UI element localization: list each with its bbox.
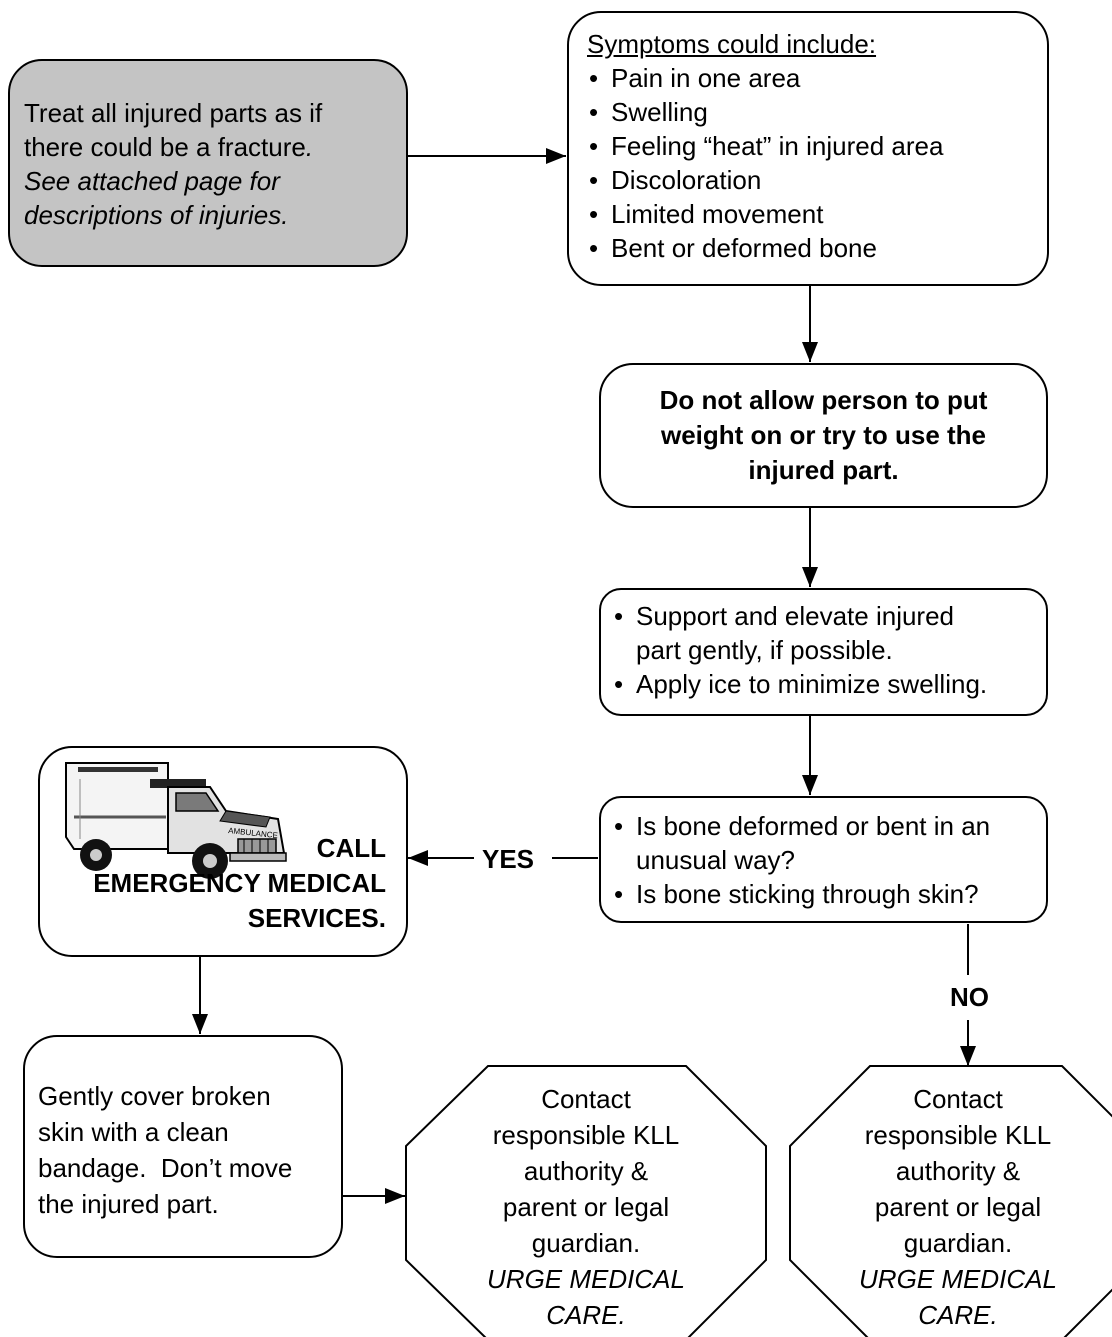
support-item-1-line-2: part gently, if possible. [636, 635, 893, 665]
start-italic-1: See attached page for [24, 166, 280, 196]
start-line-1: Treat all injured parts as if [24, 98, 323, 128]
contact-urge-line: URGE MEDICAL [487, 1264, 685, 1294]
cover-text: Gently cover broken skin with a clean ba… [38, 1078, 338, 1222]
start-line-2-text: there could be a fracture [24, 132, 306, 162]
no-weight-box [599, 363, 1048, 508]
support-list: Support and elevate injured part gently, … [612, 599, 1042, 701]
start-line-2-period: . [305, 132, 314, 162]
support-item: Support and elevate injured part gently, … [612, 599, 1042, 667]
symptom-item: Bent or deformed bone [587, 231, 1037, 265]
contact-line: authority & [523, 1156, 649, 1186]
contact-line: Contact [913, 1084, 1003, 1114]
contact-line: parent or legal [874, 1192, 1042, 1222]
question-list: Is bone deformed or bent in an unusual wa… [612, 809, 1044, 911]
contact-left-text: Contact responsible KLL authority & pare… [440, 1081, 732, 1333]
contact-urge-line: URGE MEDICAL [859, 1264, 1057, 1294]
symptoms-text: Symptoms could include: Pain in one area… [587, 27, 1037, 265]
contact-octagon-left [405, 1065, 767, 1337]
contact-octagon-right [789, 1065, 1112, 1337]
contact-right-text: Contact responsible KLL authority & pare… [812, 1081, 1104, 1333]
start-line-2: there could be a fracture. [24, 130, 404, 164]
symptom-item: Swelling [587, 95, 1037, 129]
contact-line: responsible KLL [492, 1120, 680, 1150]
ems-line-1: CALL [316, 833, 386, 863]
cover-line-4: the injured part. [38, 1189, 219, 1219]
contact-urge-line: CARE. [546, 1300, 626, 1330]
ambulance-icon: AMBULANCE [65, 762, 287, 879]
contact-line: guardian. [903, 1228, 1013, 1258]
contact-urge-line: CARE. [918, 1300, 998, 1330]
symptoms-list: Pain in one area Swelling Feeling “heat”… [587, 61, 1037, 265]
start-box-text: Treat all injured parts as if there coul… [24, 96, 404, 232]
question-item-1-line-1: Is bone deformed or bent in an [636, 811, 991, 841]
support-text: Support and elevate injured part gently, … [612, 599, 1042, 701]
no-weight-line-1: Do not allow person to put [659, 385, 988, 415]
yes-label: YES [482, 844, 535, 874]
start-italic-2: descriptions of injuries. [24, 200, 289, 230]
symptoms-heading: Symptoms could include: [587, 29, 877, 59]
no-weight-text: Do not allow person to put weight on or … [601, 383, 1046, 488]
contact-line: guardian. [531, 1228, 641, 1258]
contact-line: parent or legal [502, 1192, 670, 1222]
ems-line-3: SERVICES. [247, 903, 386, 933]
contact-line: Contact [541, 1084, 631, 1114]
no-label: NO [950, 982, 989, 1012]
symptom-item: Limited movement [587, 197, 1037, 231]
symptom-item: Pain in one area [587, 61, 1037, 95]
symptom-item: Feeling “heat” in injured area [587, 129, 1037, 163]
ems-text: CALL EMERGENCY MEDICAL SERVICES. [40, 831, 386, 936]
ems-line-2: EMERGENCY MEDICAL [93, 868, 386, 898]
symptom-item: Discoloration [587, 163, 1037, 197]
no-weight-line-2: weight on or try to use the [660, 420, 986, 450]
contact-line: authority & [895, 1156, 1021, 1186]
question-text: Is bone deformed or bent in an unusual wa… [612, 809, 1044, 911]
start-box [8, 59, 408, 267]
no-weight-line-3: injured part. [748, 455, 899, 485]
cover-line-2: skin with a clean [38, 1117, 229, 1147]
cover-box [23, 1035, 343, 1258]
support-item-1-line-1: Support and elevate injured [636, 601, 955, 631]
contact-line: responsible KLL [864, 1120, 1052, 1150]
question-item: Is bone sticking through skin? [612, 877, 1044, 911]
question-item-1-line-2: unusual way? [636, 845, 795, 875]
support-item: Apply ice to minimize swelling. [612, 667, 1042, 701]
cover-line-3: bandage. Don’t move [38, 1153, 293, 1183]
cover-line-1: Gently cover broken [38, 1081, 271, 1111]
question-item: Is bone deformed or bent in an unusual wa… [612, 809, 1044, 877]
